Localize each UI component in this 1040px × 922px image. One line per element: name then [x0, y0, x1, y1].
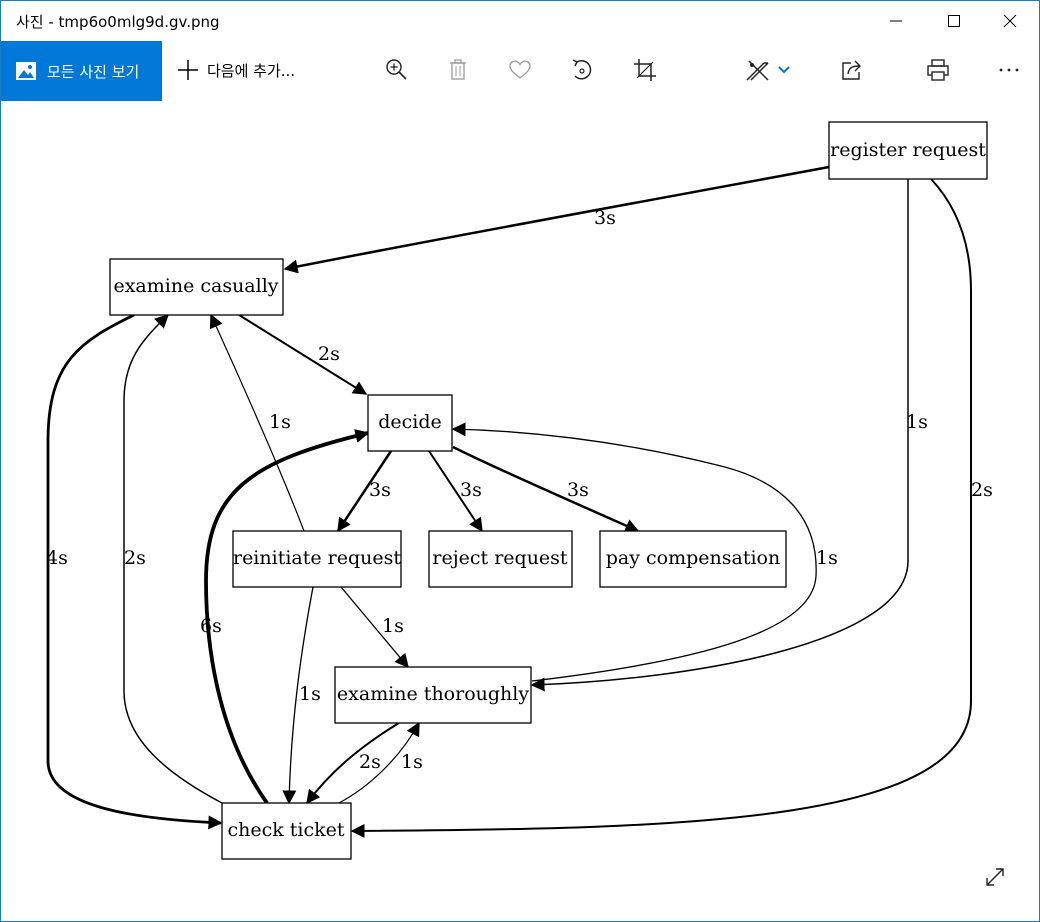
zoom-button[interactable] [379, 53, 415, 87]
edge-check-to-thoroughly [338, 721, 420, 804]
rotate-icon [572, 59, 592, 80]
close-button[interactable] [981, 1, 1039, 41]
edge-reinitiate-to-check [282, 586, 314, 805]
edge-label: 2s [124, 547, 146, 569]
all-photos-button[interactable]: 모든 사진 보기 [1, 41, 162, 101]
node-check-ticket [221, 802, 352, 860]
edge-decide-to-pay [452, 445, 640, 533]
edge-label: 4s [46, 547, 68, 569]
chevron-down-icon [778, 66, 790, 74]
heart-icon [509, 60, 531, 79]
node-examine-thoroughly [334, 666, 532, 724]
print-icon [927, 59, 949, 81]
node-register-request [828, 121, 988, 180]
zoom-in-icon [386, 59, 407, 80]
node-label-examine-thoroughly: examine thoroughly [337, 683, 529, 705]
edge-check-to-decide [204, 429, 370, 805]
edge-thoroughly-to-decide [451, 422, 817, 682]
edge-reinitiate-to-thoroughly [340, 586, 409, 669]
edge-label: 6s [200, 615, 222, 637]
edge-register-to-thoroughly [530, 178, 909, 692]
process-graph-image: 3s 2s 1s 2s 1s 4s 2s 3s 3s 3s 1s 6s 1s 1… [46, 121, 993, 860]
edge-label: 2s [318, 343, 340, 365]
edit-pen-icon [746, 60, 769, 81]
node-decide [367, 394, 453, 452]
edge-label: 1s [906, 411, 928, 433]
node-examine-casually [109, 258, 284, 316]
maximize-icon [948, 15, 960, 27]
node-reject-request [428, 530, 573, 588]
node-label-reinitiate-request: reinitiate request [233, 547, 401, 569]
node-label-examine-casually: examine casually [113, 275, 278, 297]
crop-button[interactable] [627, 53, 663, 87]
node-label-reject-request: reject request [432, 547, 567, 569]
edge-label: 3s [460, 479, 482, 501]
edit-create-button[interactable] [739, 53, 795, 87]
favorite-button[interactable] [502, 53, 538, 87]
crop-icon [634, 59, 656, 81]
print-button[interactable] [920, 53, 956, 87]
share-button[interactable] [834, 53, 870, 87]
all-photos-label: 모든 사진 보기 [47, 62, 140, 81]
add-to-button[interactable]: 다음에 추가... [177, 59, 295, 81]
edge-register-to-check [350, 178, 973, 838]
edge-label: 1s [401, 751, 423, 773]
node-label-pay-compensation: pay compensation [606, 547, 780, 569]
close-icon [1003, 14, 1017, 28]
maximize-button[interactable] [925, 1, 983, 41]
trash-icon [450, 59, 466, 80]
edge-casually-to-decide [238, 314, 368, 395]
edge-check-to-casually [123, 314, 223, 804]
edge-decide-to-reinitiate [336, 450, 393, 533]
edge-label: 3s [369, 479, 391, 501]
image-viewer[interactable]: 3s 2s 1s 2s 1s 4s 2s 3s 3s 3s 1s 6s 1s 1… [1, 101, 1039, 921]
title-bar: 사진 - tmp6o0mlg9d.gv.png [1, 1, 1039, 41]
photos-icon [16, 62, 36, 80]
node-reinitiate-request [232, 530, 402, 588]
edge-label: 3s [567, 479, 589, 501]
edge-label: 3s [594, 207, 616, 229]
edge-label: 2s [971, 479, 993, 501]
node-label-check-ticket: check ticket [227, 819, 344, 841]
edge-label: 1s [299, 683, 321, 705]
delete-button[interactable] [440, 53, 476, 87]
node-label-decide: decide [378, 411, 442, 433]
window-title: 사진 - tmp6o0mlg9d.gv.png [16, 13, 220, 31]
share-icon [842, 60, 861, 80]
edge-label: 1s [382, 615, 404, 637]
edge-decide-to-reject [428, 450, 483, 533]
node-label-register-request: register request [830, 139, 986, 161]
toolbar: 모든 사진 보기 다음에 추가... [1, 41, 1039, 101]
edge-reinitiate-to-casually [209, 313, 305, 532]
edge-register-to-casually [283, 165, 830, 274]
edge-label: 1s [816, 547, 838, 569]
edge-label: 1s [269, 411, 291, 433]
minimize-button[interactable] [867, 1, 925, 41]
add-to-label: 다음에 추가... [207, 61, 296, 80]
plus-icon [178, 60, 198, 80]
fullscreen-button[interactable] [981, 863, 1009, 891]
node-pay-compensation [599, 530, 787, 588]
more-icon [999, 68, 1019, 72]
minimize-icon [890, 20, 902, 22]
edge-label: 2s [359, 751, 381, 773]
edge-casually-to-check [46, 313, 223, 830]
edge-thoroughly-to-check [306, 722, 400, 805]
expand-icon [986, 868, 1004, 886]
rotate-button[interactable] [564, 53, 600, 87]
more-button[interactable] [991, 53, 1027, 87]
